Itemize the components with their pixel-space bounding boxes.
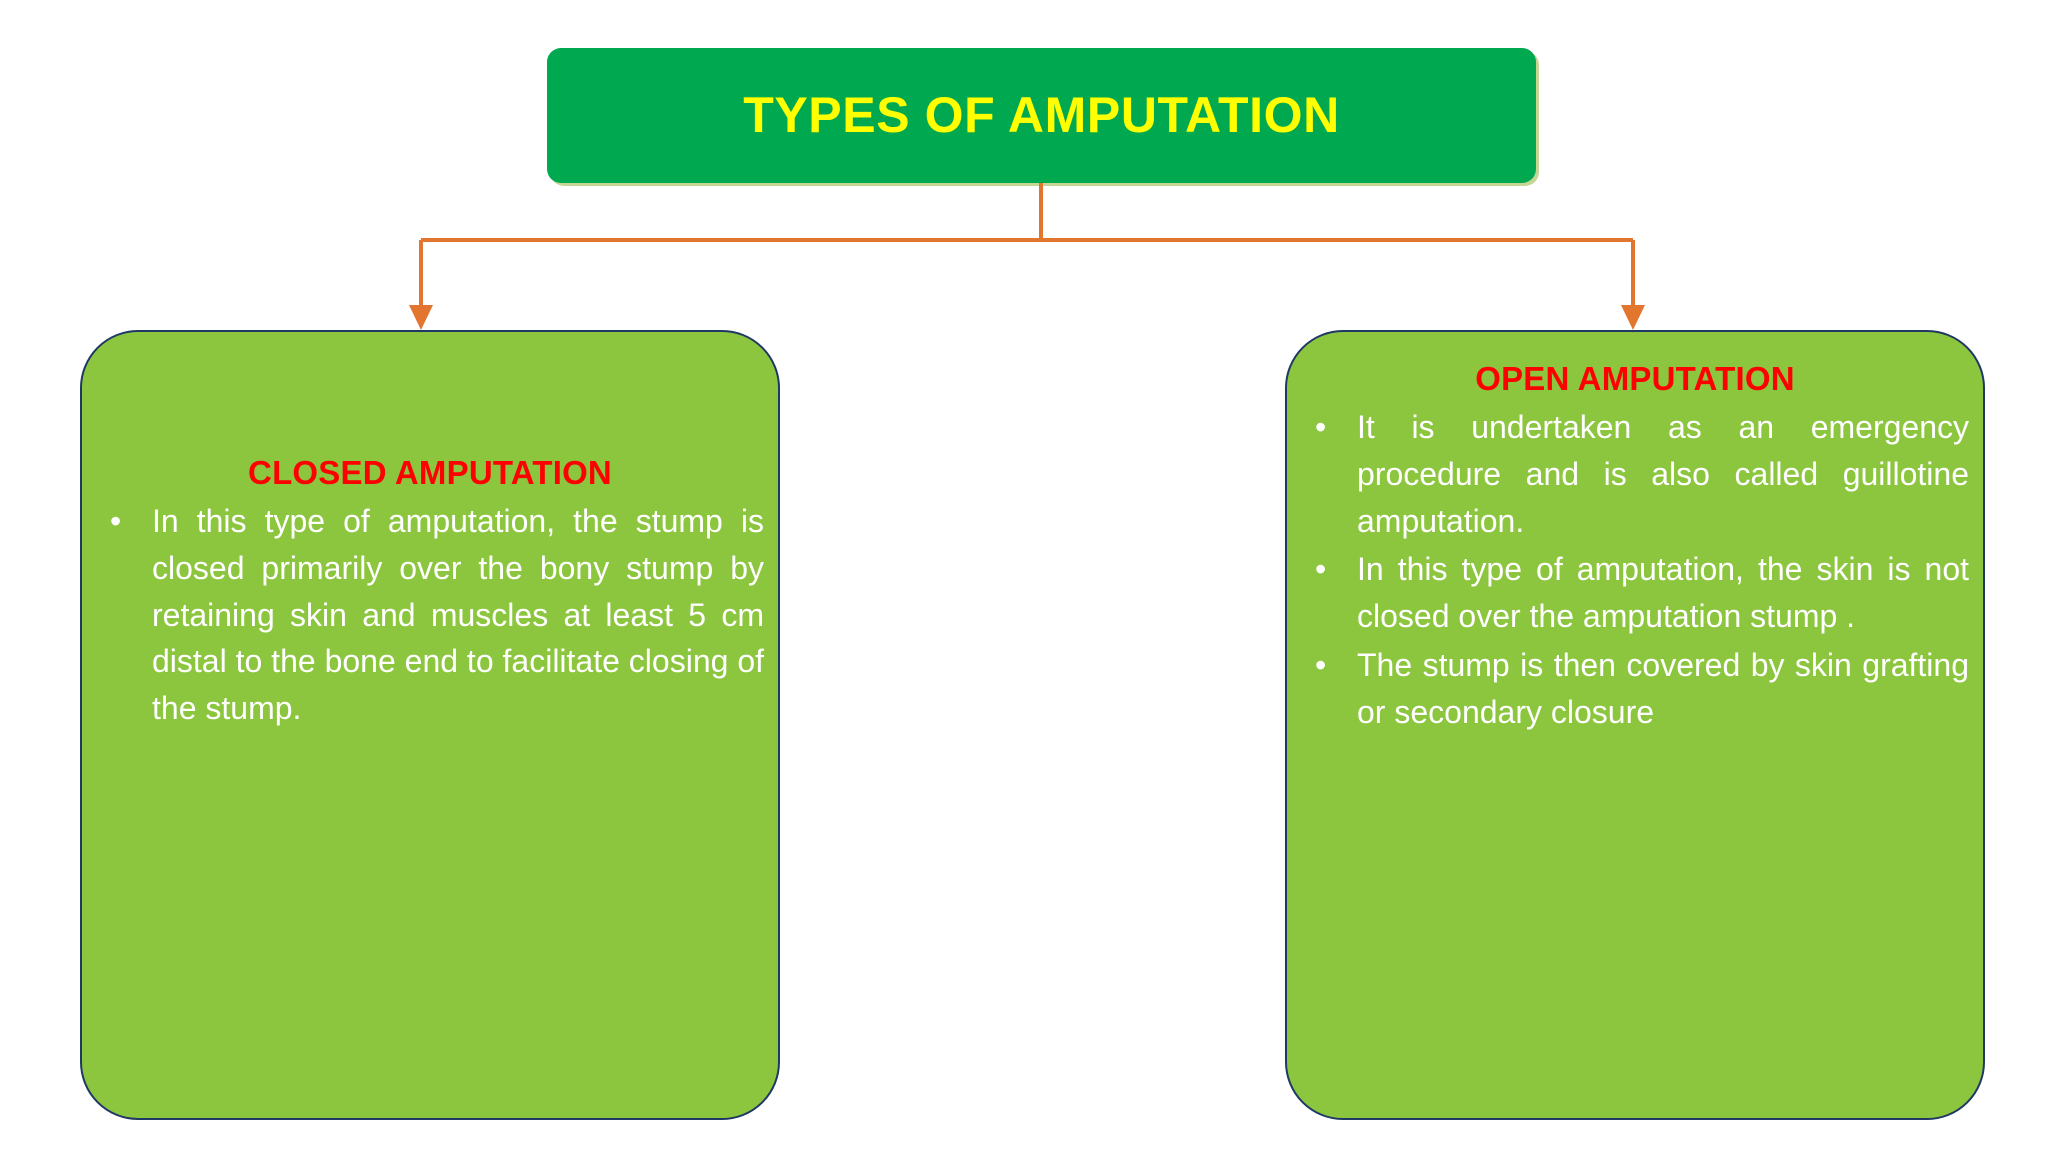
title-box: TYPES OF AMPUTATION: [547, 48, 1536, 183]
open-amputation-box: OPEN AMPUTATION It is undertaken as an e…: [1285, 330, 1985, 1120]
list-item: It is undertaken as an emergency procedu…: [1301, 404, 1969, 544]
page-title: TYPES OF AMPUTATION: [743, 87, 1340, 143]
list-item: The stump is then covered by skin grafti…: [1301, 642, 1969, 735]
list-item: In this type of amputation, the skin is …: [1301, 546, 1969, 639]
closed-amputation-box: CLOSED AMPUTATION In this type of amputa…: [80, 330, 780, 1120]
closed-amputation-content: CLOSED AMPUTATION In this type of amputa…: [96, 452, 764, 734]
list-item: In this type of amputation, the stump is…: [96, 498, 764, 732]
closed-amputation-heading: CLOSED AMPUTATION: [248, 454, 612, 491]
arrowhead-right-icon: [1621, 305, 1645, 330]
arrowhead-left-icon: [409, 305, 433, 330]
closed-amputation-bullet-list: In this type of amputation, the stump is…: [96, 498, 764, 732]
open-amputation-bullet-list: It is undertaken as an emergency procedu…: [1301, 404, 1969, 735]
open-amputation-heading: OPEN AMPUTATION: [1475, 360, 1795, 397]
open-amputation-content: OPEN AMPUTATION It is undertaken as an e…: [1301, 358, 1969, 737]
